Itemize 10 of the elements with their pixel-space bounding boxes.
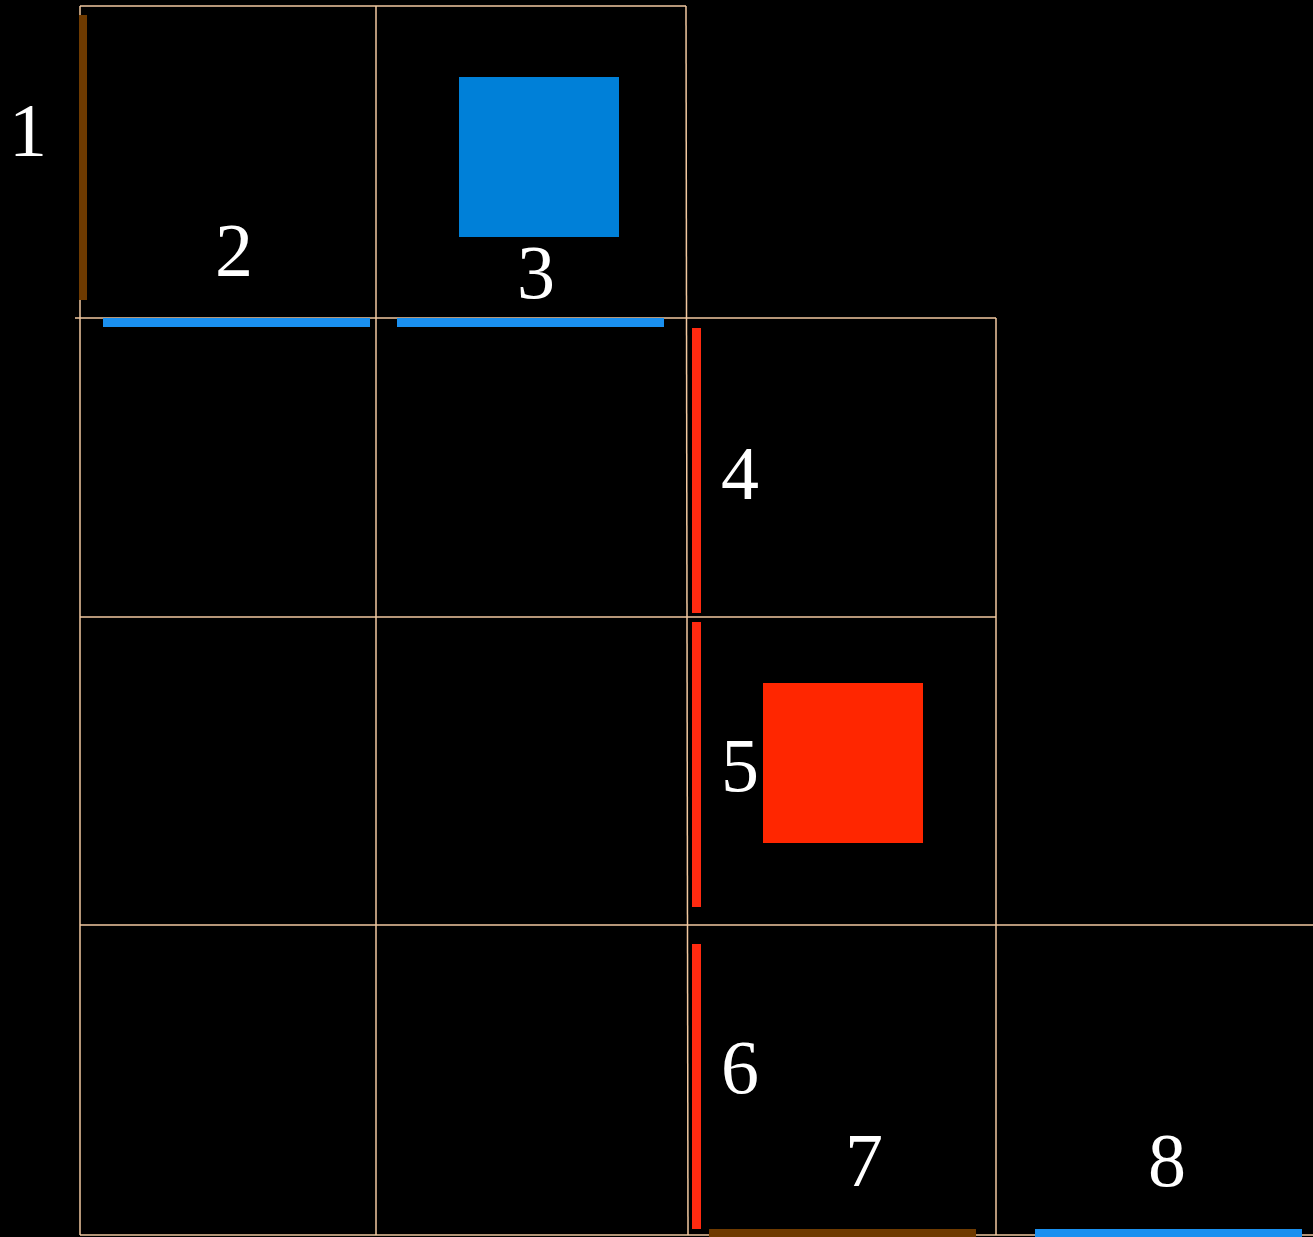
- callout-number: 1: [9, 92, 47, 168]
- callout-number: 5: [721, 727, 759, 803]
- callout-number: 4: [721, 435, 759, 511]
- callout-number: 3: [517, 234, 555, 310]
- square-block: [763, 683, 923, 843]
- callout-number: 2: [215, 212, 253, 288]
- callout-number: 7: [845, 1122, 883, 1198]
- callout-number: 6: [721, 1029, 759, 1105]
- square-block: [459, 77, 619, 237]
- callout-number: 8: [1148, 1122, 1186, 1198]
